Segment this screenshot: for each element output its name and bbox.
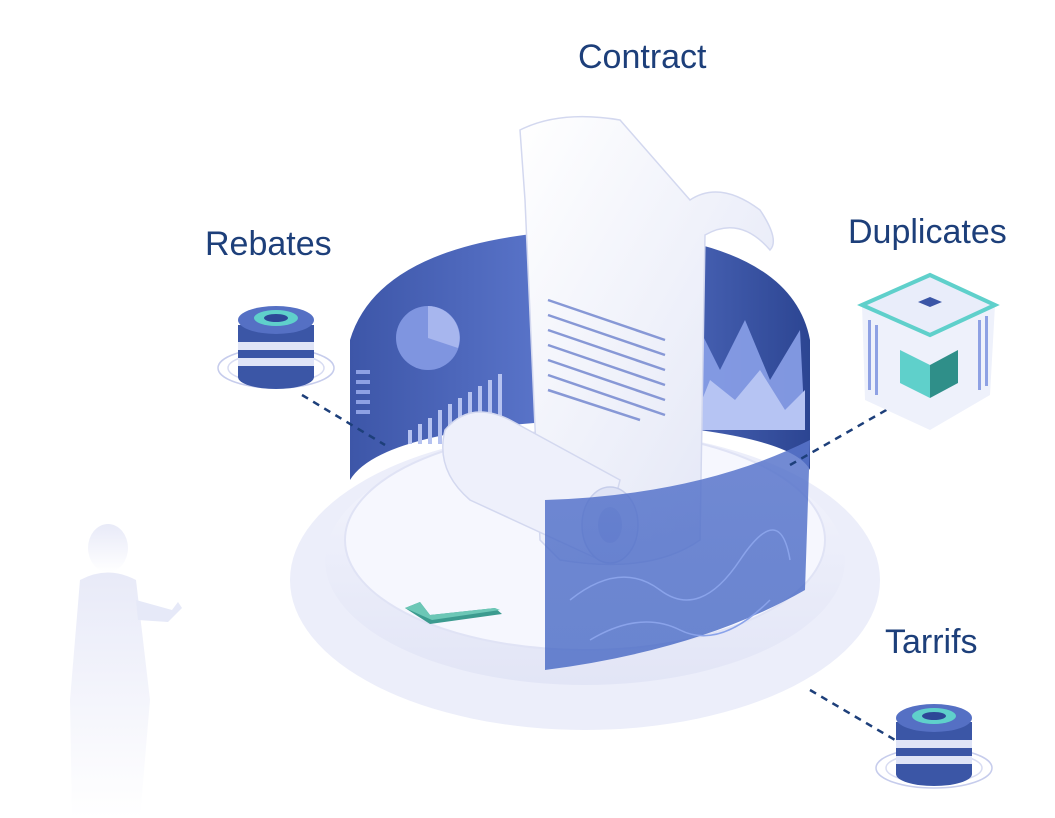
contract-label: Contract	[578, 38, 707, 76]
area-chart-icon	[690, 320, 805, 430]
map-panel	[545, 440, 810, 670]
connector-lines	[301, 393, 896, 742]
pie-chart-icon	[396, 306, 460, 370]
duplicates-label: Duplicates	[848, 213, 1007, 251]
rebates-label: Rebates	[205, 225, 332, 263]
rebates-coin-stack-icon	[217, 306, 335, 389]
side-bar-chart-icon	[356, 370, 370, 414]
tariffs-coin-stack-icon	[875, 704, 993, 789]
duplicates-cube-icon	[857, 272, 1000, 430]
person-silhouette-icon	[70, 524, 182, 818]
checkmark-icon	[405, 602, 502, 624]
tariffs-label: Tarrifs	[885, 623, 978, 661]
